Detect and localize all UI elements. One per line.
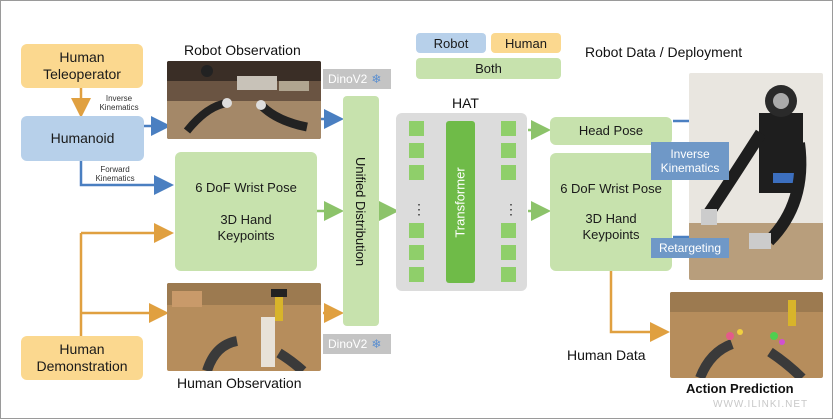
output-hand-line2: Keypoints <box>582 227 640 242</box>
hat-title: HAT <box>452 95 479 111</box>
input-token <box>409 245 424 260</box>
human-observation-image <box>167 283 321 371</box>
retargeting-overlay: Retargeting <box>651 238 729 258</box>
robot-observation-title: Robot Observation <box>184 42 301 58</box>
human-teleoperator-box: Human Teleoperator <box>21 44 143 88</box>
wrist-pose-keypoints-box: 6 DoF Wrist Pose 3D Hand Keypoints <box>175 152 317 271</box>
output-token <box>501 165 516 180</box>
output-token <box>501 245 516 260</box>
legend-both-label: Both <box>475 61 502 76</box>
input-token <box>409 267 424 282</box>
arrow-humanoid-to-pose <box>79 161 174 195</box>
head-pose-box: Head Pose <box>550 117 672 145</box>
dinov2-top: DinoV2 ❄ <box>323 69 391 89</box>
humanoid-box: Humanoid <box>21 116 144 161</box>
robot-observation-image <box>167 61 321 139</box>
output-wrist-label: 6 DoF Wrist Pose <box>560 181 662 196</box>
input-ellipsis: ⋮ <box>412 201 426 217</box>
output-token <box>501 121 516 136</box>
action-prediction-label: Action Prediction <box>686 381 794 396</box>
input-token <box>409 143 424 158</box>
legend-human: Human <box>491 33 561 53</box>
input-token <box>409 121 424 136</box>
output-token <box>501 143 516 158</box>
demonstration-label: Human Demonstration <box>36 341 128 374</box>
snowflake-icon: ❄ <box>371 72 382 86</box>
forward-kinematics-small-label: Forward Kinematics <box>95 165 135 183</box>
watermark-text: WWW.ILINKI.NET <box>713 399 809 410</box>
input-token <box>409 223 424 238</box>
retargeting-label: Retargeting <box>658 241 722 255</box>
inverse-kinematics-small-label: Inverse Kinematics <box>99 94 139 112</box>
action-prediction-image <box>670 292 823 378</box>
output-hand-line1: 3D Hand <box>585 211 637 226</box>
head-pose-label: Head Pose <box>578 123 644 138</box>
human-data-label: Human Data <box>567 347 646 363</box>
inverse-kinematics-label: Inverse Kinematics <box>660 147 720 175</box>
pose-line1: 6 DoF Wrist Pose <box>195 179 297 195</box>
transformer-label: Transformer <box>453 166 468 238</box>
unified-distribution-label: Unified Distribution <box>353 156 369 266</box>
dinov2-top-label: DinoV2 <box>328 72 368 86</box>
snowflake-icon: ❄ <box>371 337 382 351</box>
unified-distribution-box: Unified Distribution <box>343 96 379 326</box>
arrow-output-to-human-data <box>609 271 670 342</box>
inverse-kinematics-overlay: Inverse Kinematics <box>651 142 729 180</box>
legend-robot: Robot <box>416 33 486 53</box>
legend-both: Both <box>416 58 561 79</box>
output-token <box>501 223 516 238</box>
human-observation-title: Human Observation <box>177 375 302 391</box>
teleoperator-label: Human Teleoperator <box>43 49 121 82</box>
pose-line3: Keypoints <box>217 227 275 243</box>
output-ellipsis: ⋮ <box>504 201 518 217</box>
pose-line2: 3D Hand <box>220 211 272 227</box>
legend-human-label: Human <box>505 35 547 51</box>
dinov2-bottom-label: DinoV2 <box>328 337 368 351</box>
legend-robot-label: Robot <box>433 35 469 51</box>
deployment-title: Robot Data / Deployment <box>585 44 743 60</box>
transformer-block: Transformer <box>446 121 475 283</box>
human-demonstration-box: Human Demonstration <box>21 336 143 380</box>
humanoid-label: Humanoid <box>50 130 115 146</box>
input-token <box>409 165 424 180</box>
output-token <box>501 267 516 282</box>
dinov2-bottom: DinoV2 ❄ <box>323 334 391 354</box>
